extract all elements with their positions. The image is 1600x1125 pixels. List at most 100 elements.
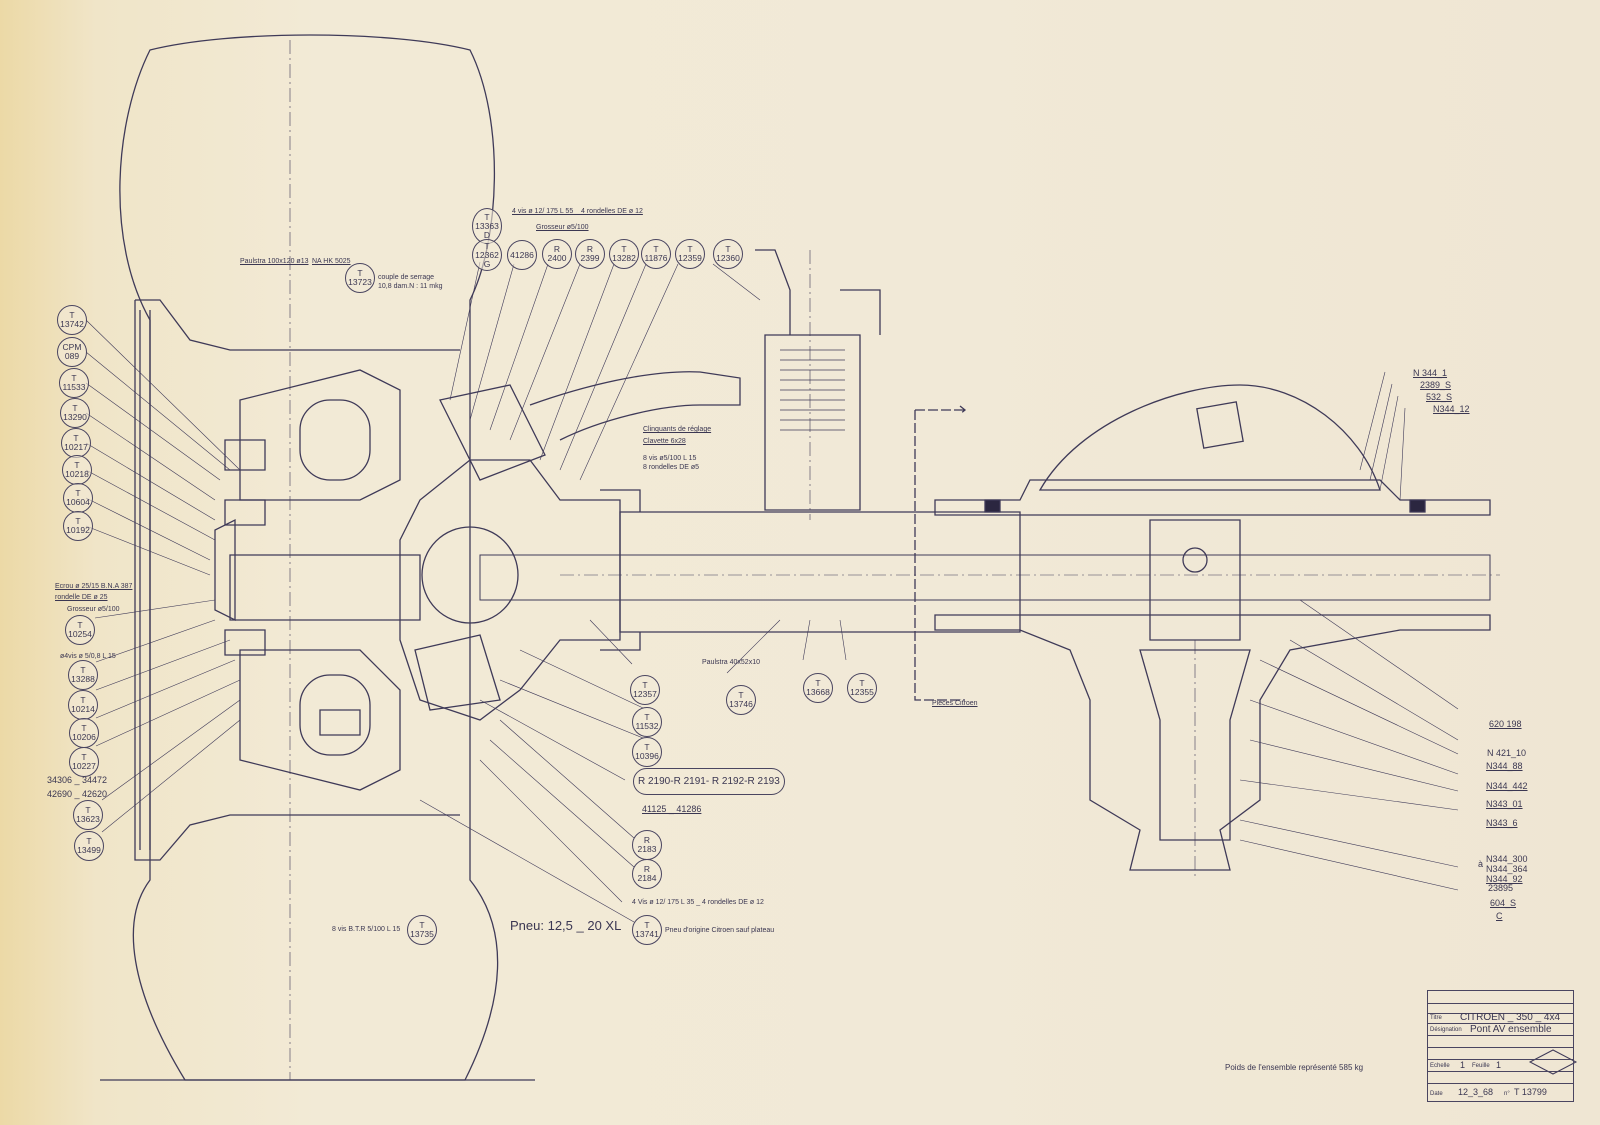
rim	[134, 299, 460, 861]
part-ref: N344_300	[1486, 854, 1528, 864]
callout-number: 12362	[475, 249, 499, 260]
callout-number: 13623	[76, 814, 100, 824]
callout-bubble: 41286	[507, 240, 537, 270]
part-ref: 23895	[1488, 883, 1514, 893]
weight-note: Poids de l'ensemble représenté 585 kg	[1225, 1063, 1364, 1072]
callout-number: 2399	[580, 253, 600, 263]
title-block: Titre CITROEN _ 350 _ 4x4 Désignation Po…	[1427, 990, 1574, 1102]
steering-arm	[529, 371, 741, 441]
spring-column	[755, 249, 881, 511]
callout-number: 12359	[678, 253, 702, 263]
callout-prefix: CPM	[62, 342, 82, 352]
callout-prefix: T	[77, 620, 83, 630]
part-ref: C	[1496, 911, 1503, 921]
drawing-number: T 13799	[1514, 1087, 1547, 1097]
callout-number: 10227	[72, 761, 96, 771]
callout-prefix: T	[81, 723, 87, 733]
note-ref-pair: 42690 _ 42620	[47, 789, 108, 799]
callout-prefix: T	[69, 310, 75, 320]
sheet-label: Feuille	[1472, 1063, 1490, 1069]
callout-number: 089	[64, 351, 80, 361]
callout-number: 12355	[850, 687, 874, 697]
scale-value: 1	[1460, 1060, 1466, 1070]
callout-number: 12360	[716, 253, 740, 263]
note-tyre-origin: Pneu d'origine Citroen sauf plateau	[665, 927, 775, 934]
note-shims: Clinquants de réglage	[643, 426, 712, 433]
axle-tube	[619, 511, 1021, 633]
callout-number: 2184	[637, 873, 657, 883]
callout-prefix: T	[86, 836, 92, 846]
part-ref: N344_12	[1433, 404, 1470, 414]
part-ref: N343_6	[1486, 818, 1518, 828]
note-paulstra-small: Paulstra 40x52x10	[702, 659, 760, 666]
callout-prefix: T	[653, 244, 659, 254]
callout-prefix: T	[75, 488, 81, 498]
title-value: CITROEN _ 350 _ 4x4	[1460, 1012, 1561, 1023]
callout-prefix: T	[80, 695, 86, 705]
note-grease: Grosseur ø5/100	[67, 606, 120, 613]
callout-number: 12357	[633, 689, 657, 699]
callout-number: 10396	[635, 751, 659, 761]
tyre-outline	[119, 34, 499, 1081]
part-ref: N344_88	[1486, 761, 1523, 771]
callout-number: 13741	[635, 929, 659, 939]
callout-number: 13290	[63, 412, 87, 422]
title-label: Titre	[1430, 1015, 1442, 1021]
callout-number: 10214	[71, 704, 95, 714]
callout-prefix: R	[643, 864, 651, 874]
callout-number: 13723	[348, 277, 372, 287]
part-ref: N 344_1	[1413, 368, 1448, 378]
callout-number: 10254	[68, 629, 92, 639]
part-ref: 532_S	[1426, 392, 1453, 402]
note-top-screws: 4 vis ø 12/ 175 L 55 _ 4 rondelles DE ø …	[512, 208, 643, 215]
designation-label: Désignation	[1430, 1027, 1462, 1033]
note-ref-pair: 41125 _ 41286	[642, 804, 702, 814]
callout-number: 11533	[62, 382, 86, 392]
sheet-value: 1	[1496, 1060, 1502, 1070]
part-ref: 620 198	[1489, 719, 1522, 729]
callout-prefix: R	[586, 244, 594, 254]
callout-number: 10604	[66, 497, 90, 507]
part-ref: N344_364	[1486, 864, 1528, 874]
part-ref: N 421_10	[1487, 748, 1527, 758]
note-washers: 8 rondelles DE ø5	[643, 464, 700, 471]
callout-number: 13363	[475, 220, 499, 231]
note-screws: 8 vis ø5/100 L 15	[643, 455, 697, 462]
part-ref: 2389_S	[1420, 380, 1452, 390]
callout-number: 41286	[510, 249, 534, 260]
scale-label: Echelle	[1430, 1063, 1450, 1069]
callout-prefix: T	[644, 920, 650, 930]
note-key: Clavette 6x28	[643, 438, 686, 445]
note-paulstra: Paulstra 100x120 ø13	[240, 258, 309, 265]
note-screws: 4 Vis ø 12/ 175 L 35 _ 4 rondelles DE ø …	[632, 899, 764, 906]
part-ref: N343_01	[1486, 799, 1523, 809]
callout-number: 10218	[65, 469, 89, 479]
callout-number: 10192	[66, 525, 90, 535]
designation-value: Pont AV ensemble	[1470, 1024, 1552, 1035]
callout-number: 13746	[729, 699, 753, 709]
note-torque: couple de serrage	[378, 274, 435, 281]
